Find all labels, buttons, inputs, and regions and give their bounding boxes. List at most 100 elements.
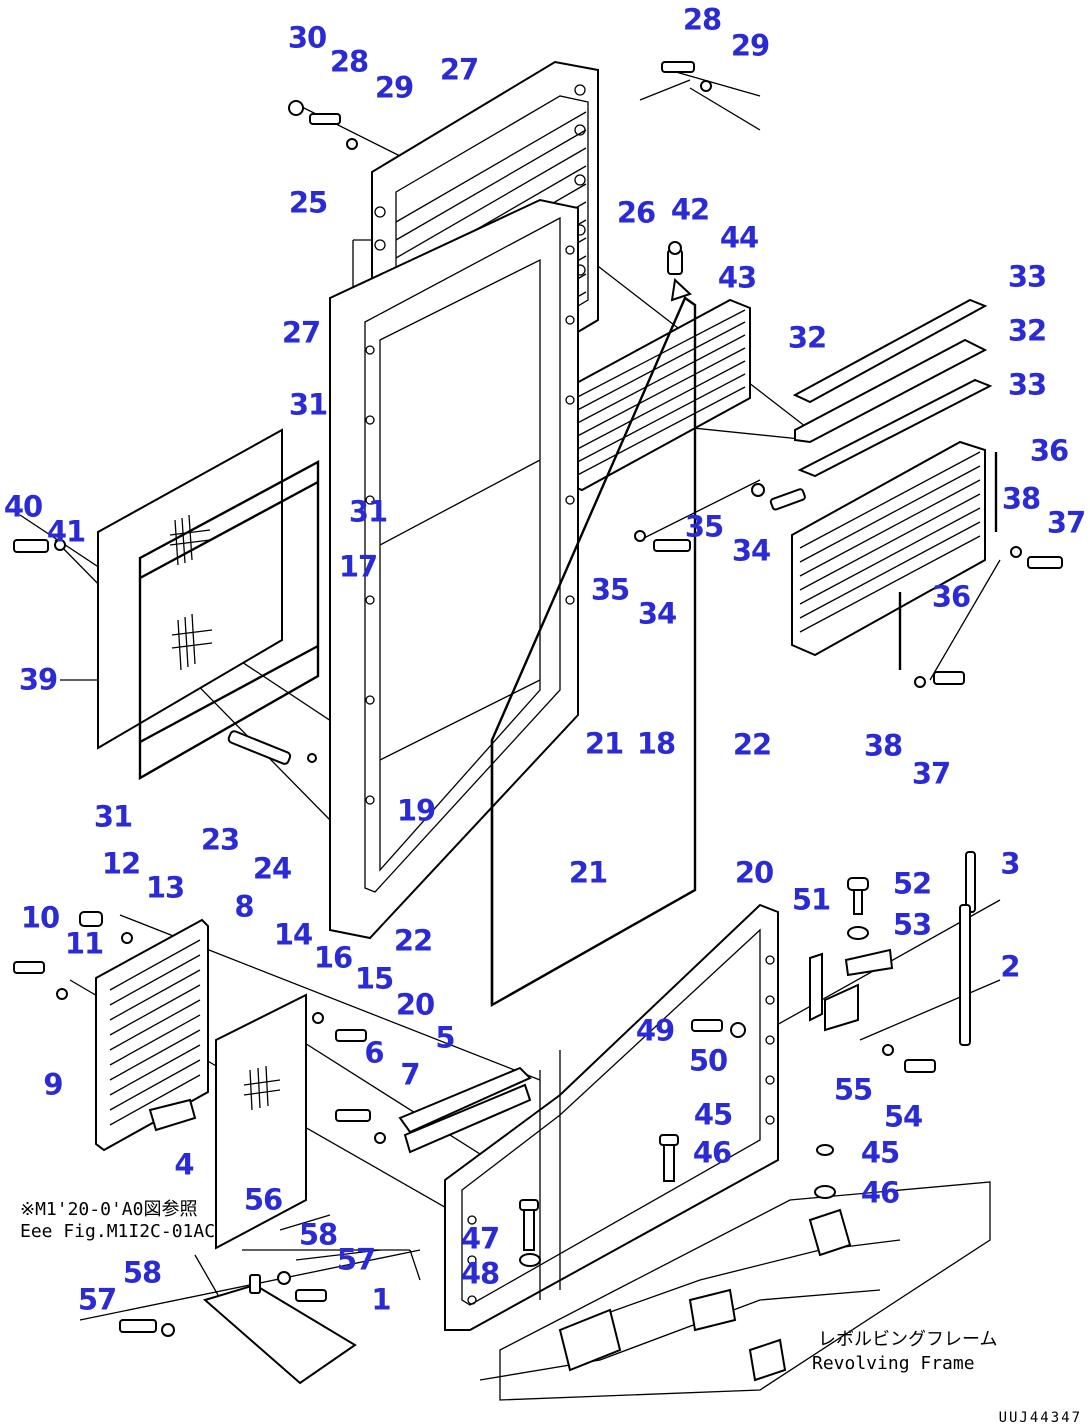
cooler-32 [559,298,751,492]
part-number-label: 46 [860,1175,900,1210]
part-number-label: 58 [298,1217,338,1252]
part-number-label: 15 [354,961,394,996]
part-number-label: 37 [1046,505,1086,540]
part-number-label: 4 [174,1147,194,1182]
see-figure-note-jp: ※M1'20-0'A0図参照 [20,1199,198,1220]
bracket-5 [398,1066,532,1154]
fasteners-6-7-15-16 [312,1012,386,1144]
part-number-label: 57 [336,1242,376,1277]
part-number-label: 30 [287,20,327,55]
part-number-label: 34 [637,596,677,631]
part-number-label: 53 [892,907,932,942]
part-number-label: 25 [288,185,328,220]
screen-31 [138,459,320,781]
part-number-label: 38 [1001,481,1041,516]
part-number-label: 6 [364,1035,384,1070]
part-number-label: 45 [860,1135,900,1170]
tube-23 [227,730,317,765]
bolts-cooler [634,483,1063,688]
bracket-51 [809,948,894,1032]
part-number-label: 17 [338,549,378,584]
part-number-label: 37 [911,756,951,791]
part-number-label: 48 [460,1256,500,1291]
part-number-label: 38 [863,728,903,763]
part-number-label: 5 [435,1020,455,1055]
part-number-label: 8 [234,889,254,924]
part-number-label: 34 [731,533,771,568]
part-number-label: 43 [717,260,757,295]
part-number-label: 42 [670,192,710,227]
part-number-label: 23 [200,822,240,857]
bolts-10-13 [13,911,133,1000]
revolving-frame-label-en: Revolving Frame [812,1353,975,1374]
revolving-frame [479,1181,991,1401]
part-number-label: 20 [395,987,435,1022]
part-number-label: 54 [883,1099,923,1134]
radiator-9 [95,918,209,1152]
part-number-label: 29 [374,70,414,105]
see-figure-note-en: Eee Fig.M1I2C-01AC [20,1221,216,1242]
part-number-label: 10 [20,900,60,935]
part-number-label: 31 [288,387,328,422]
part-number-label: 1 [371,1282,391,1317]
part-number-label: 49 [635,1013,675,1048]
revolving-frame-label-jp: レボルビングフレーム [818,1329,998,1350]
part-number-label: 45 [693,1097,733,1132]
part-number-label: 12 [101,846,141,881]
part-number-label: 36 [1029,433,1069,468]
part-number-label: 50 [688,1043,728,1078]
plates-33-32 [792,298,993,478]
part-number-label: 51 [791,882,831,917]
screen-39 [97,428,283,750]
part-number-label: 14 [273,917,313,952]
part-number-label: 16 [313,940,353,975]
part-number-label: 55 [833,1072,873,1107]
part-number-label: 31 [93,799,133,834]
part-number-label: 32 [787,320,827,355]
part-number-label: 3 [1000,846,1020,881]
drawing-code: UUJ44347 [998,1410,1082,1426]
part-number-label: 9 [43,1067,63,1102]
part-number-label: 31 [348,494,388,529]
part-number-label: 26 [616,195,656,230]
post-2-3 [959,851,976,1046]
part-number-label: 44 [719,220,759,255]
part-number-label: 32 [1007,313,1047,348]
part-number-label: 18 [636,726,676,761]
part-number-label: 22 [732,727,772,762]
part-number-label: 21 [568,855,608,890]
part-number-label: 41 [46,514,86,549]
part-number-label: 57 [77,1282,117,1317]
seal-frame [490,296,697,1008]
bolt-40-41 [13,539,66,553]
part-number-label: 36 [931,579,971,614]
part-number-label: 20 [734,855,774,890]
bolts-lower [519,877,936,1267]
part-number-label: 35 [590,572,630,607]
top-fasteners [288,61,712,302]
part-number-label: 58 [122,1255,162,1290]
part-number-label: 28 [682,2,722,37]
radiator-frame-17 [329,198,579,940]
part-number-label: 2 [1000,949,1020,984]
part-number-label: 29 [730,28,770,63]
part-number-label: 7 [400,1057,420,1092]
part-number-label: 22 [393,923,433,958]
part-number-label: 27 [439,52,479,87]
note-arrow [194,1254,219,1296]
screen-14 [215,993,307,1250]
part-number-label: 47 [460,1221,500,1256]
part-number-label: 39 [18,662,58,697]
part-number-label: 21 [584,726,624,761]
part-number-label: 11 [64,926,104,961]
cooler-36 [791,440,998,670]
part-number-label: 33 [1007,259,1047,294]
part-number-label: 46 [692,1135,732,1170]
part-number-label: 28 [329,44,369,79]
part-number-label: 33 [1007,367,1047,402]
part-number-label: 40 [3,489,43,524]
part-number-label: 52 [892,866,932,901]
part-number-label: 19 [396,793,436,828]
part-number-label: 13 [145,870,185,905]
